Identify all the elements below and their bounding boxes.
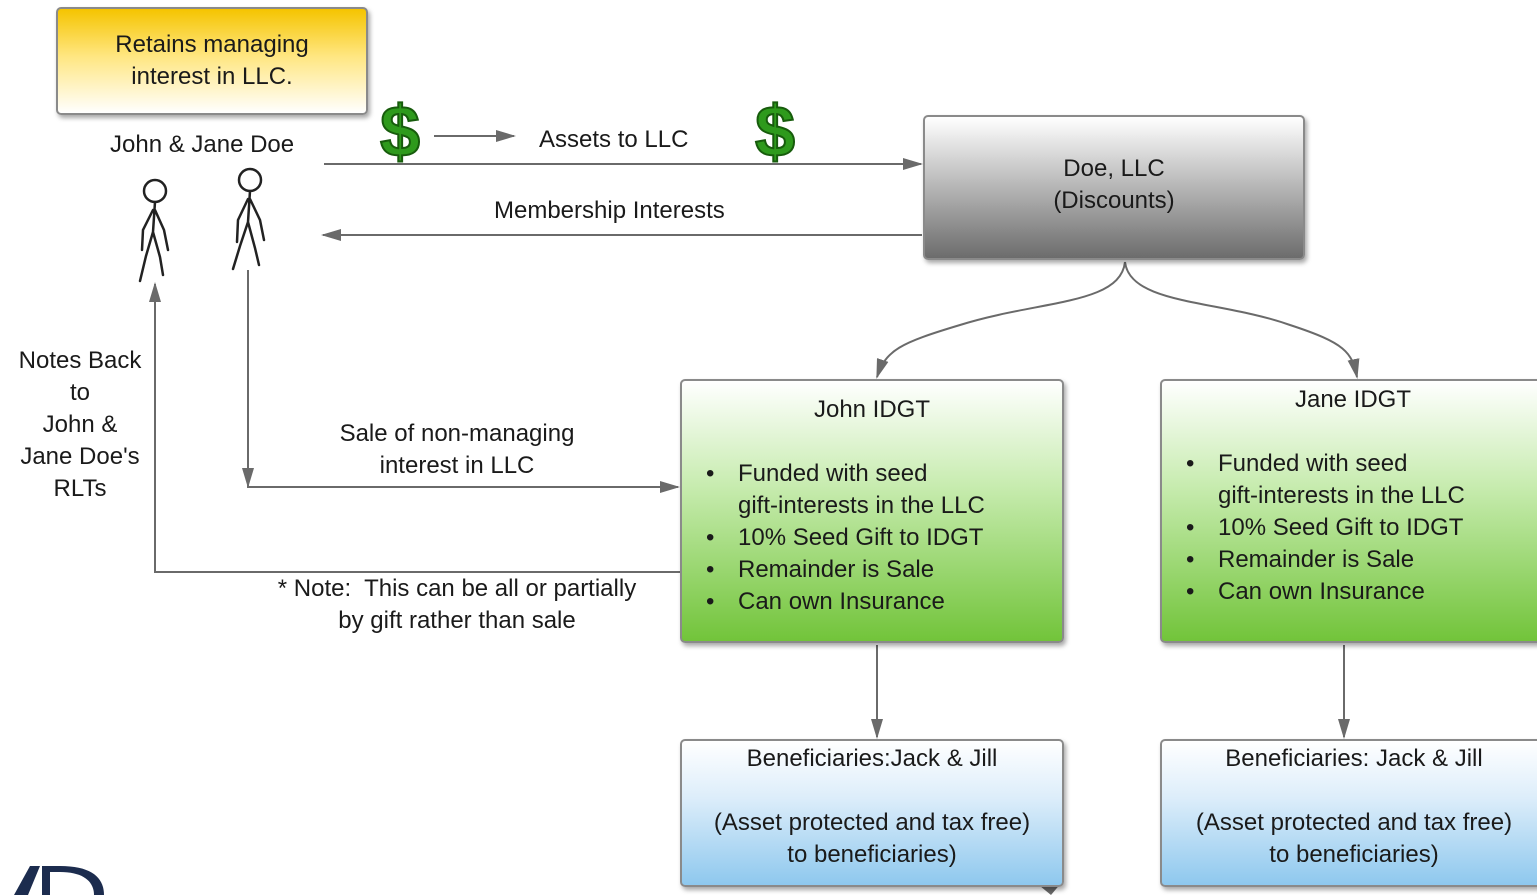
- notes-line: to: [69, 379, 90, 406]
- bullet-item: Can own Insurance: [1186, 576, 1465, 608]
- jane-bene-title: Beneficiaries: Jack & Jill: [1225, 745, 1483, 772]
- assets-label: Assets to LLC: [539, 126, 689, 153]
- john-bene-title: Beneficiaries:Jack & Jill: [746, 745, 998, 772]
- john-bene-note-1: (Asset protected and tax free): [713, 809, 1031, 836]
- stick-figure-icon: [138, 178, 170, 283]
- note-line-2: by gift rather than sale: [338, 607, 576, 634]
- notes-line: Notes Back: [18, 347, 142, 374]
- john-bene-note-2: to beneficiaries): [787, 841, 957, 868]
- retains-line-2: interest in LLC.: [131, 63, 293, 90]
- llc-name: Doe, LLC: [1063, 155, 1165, 182]
- bullet-item: Funded with seed gift-interests in the L…: [1186, 448, 1465, 512]
- dollar-sign-icon: $: [380, 92, 420, 172]
- bullet-item: 10% Seed Gift to IDGT: [706, 522, 985, 554]
- notes-line: RLTs: [53, 475, 107, 502]
- bullet-item: Remainder is Sale: [1186, 544, 1465, 576]
- jane-bene-note-2: to beneficiaries): [1269, 841, 1439, 868]
- notes-arrow: [149, 282, 680, 573]
- membership-label: Membership Interests: [494, 197, 725, 224]
- jane-bene-note-1: (Asset protected and tax free): [1195, 809, 1513, 836]
- jane-idgt-title: Jane IDGT: [1294, 386, 1412, 413]
- bullet-item: Funded with seed gift-interests in the L…: [706, 458, 985, 522]
- jane-beneficiaries-box: Beneficiaries: Jack & Jill (Asset protec…: [1160, 739, 1537, 887]
- note-line-1: * Note: This can be all or partially: [277, 575, 637, 602]
- llc-subtitle: (Discounts): [1053, 187, 1175, 214]
- retains-line-1: Retains managing: [115, 31, 309, 58]
- john-idgt-box: John IDGT Funded with seed gift-interest…: [680, 379, 1064, 643]
- llc-box: Doe, LLC (Discounts): [923, 115, 1305, 260]
- john-idgt-bullets: Funded with seed gift-interests in the L…: [706, 458, 985, 618]
- jane-idgt-box: Jane IDGT Funded with seed gift-interest…: [1160, 379, 1537, 643]
- jane-idgt-bullets: Funded with seed gift-interests in the L…: [1186, 448, 1465, 608]
- sale-label-line-2: interest in LLC: [379, 452, 535, 479]
- firm-logo: [14, 866, 104, 895]
- stick-figure-icon: [231, 167, 266, 271]
- llc-to-jane-idgt-arrow: [1124, 261, 1360, 379]
- bullet-item: Can own Insurance: [706, 586, 985, 618]
- llc-to-john-idgt-arrow: [876, 261, 1126, 379]
- retains-interest-box: Retains managing interest in LLC.: [56, 7, 368, 115]
- owners-name: John & Jane Doe: [110, 131, 295, 158]
- notes-line: Jane Doe's: [20, 443, 140, 470]
- notes-line: John &: [42, 411, 118, 438]
- john-idgt-title: John IDGT: [813, 396, 931, 423]
- john-beneficiaries-box: Beneficiaries:Jack & Jill (Asset protect…: [680, 739, 1064, 887]
- dollar-sign-icon: $: [755, 92, 795, 172]
- sale-label-line-1: Sale of non-managing: [339, 420, 575, 447]
- bullet-item: 10% Seed Gift to IDGT: [1186, 512, 1465, 544]
- bullet-item: Remainder is Sale: [706, 554, 985, 586]
